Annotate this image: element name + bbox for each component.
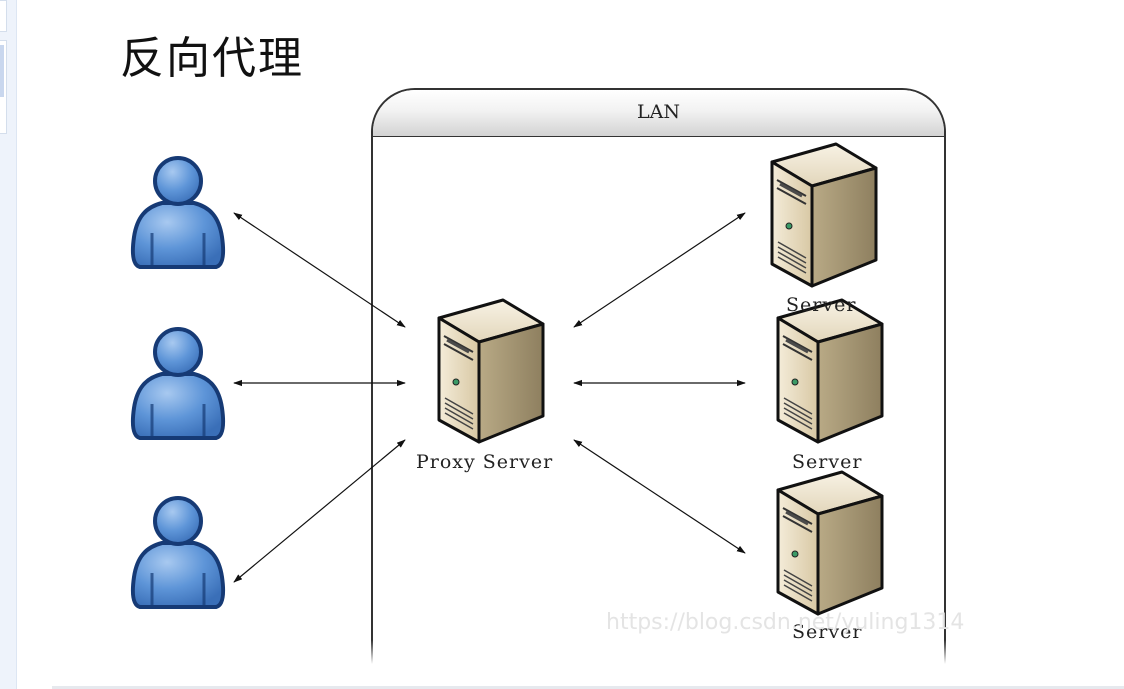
client-user-icon-3 <box>130 493 226 613</box>
left-sidebar-strip <box>0 0 17 689</box>
lan-bottom-fade <box>371 640 951 670</box>
backend-server-icon-2 <box>774 296 886 446</box>
arrow-client3-proxy <box>233 439 406 583</box>
client-user-icon-2 <box>130 324 226 444</box>
sidebar-tab-top[interactable] <box>0 0 7 32</box>
sidebar-tab-highlight <box>0 45 4 97</box>
lan-header: LAN <box>373 90 944 137</box>
backend-server-icon-1 <box>768 140 880 290</box>
arrow-client1-proxy <box>233 212 406 328</box>
backend-server-icon-3 <box>774 468 886 618</box>
sidebar-tab-active[interactable] <box>0 40 7 134</box>
lan-container: LAN <box>371 88 946 668</box>
backend-server-label-1: Server <box>786 294 857 316</box>
backend-server-label-3: Server <box>792 621 863 643</box>
backend-server-label-2: Server <box>792 451 863 473</box>
bottom-divider <box>52 686 1124 689</box>
arrow-proxy-server1 <box>573 212 746 328</box>
client-user-icon-1 <box>130 153 226 273</box>
arrow-proxy-server3 <box>573 439 746 554</box>
watermark-text: https://blog.csdn.net/yuling1314 <box>606 610 965 635</box>
proxy-server-icon <box>435 296 547 446</box>
page-title: 反向代理 <box>120 33 304 84</box>
proxy-server-label: Proxy Server <box>416 451 554 473</box>
